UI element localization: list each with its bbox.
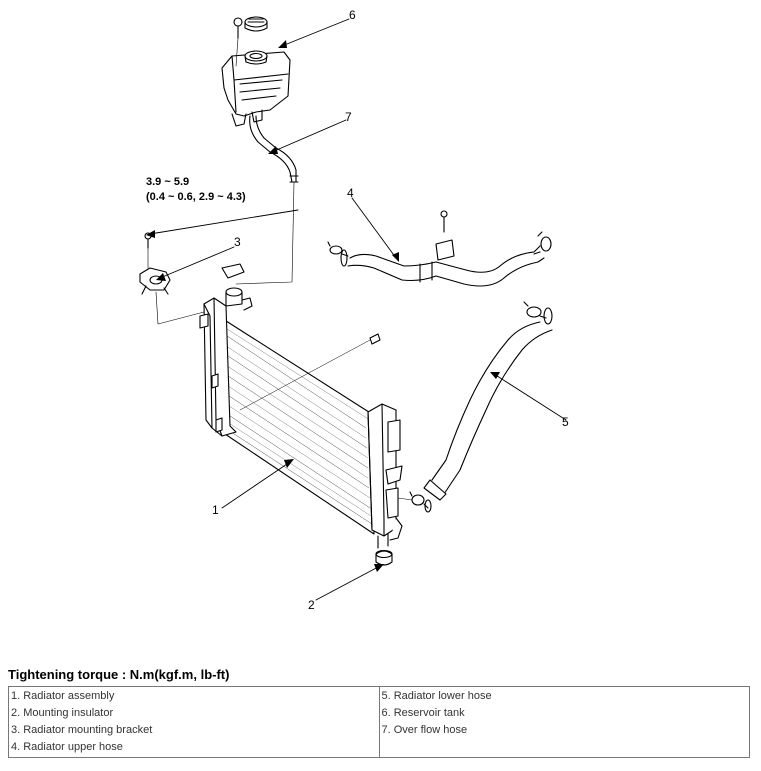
legend-item: 7. Over flow hose (381, 724, 468, 736)
torque-spec-kgf-lbft: (0.4 ~ 0.6, 2.9 ~ 4.3) (146, 191, 246, 203)
tightening-torque-title: Tightening torque : N.m(kgf.m, lb-ft) (8, 667, 230, 682)
leader-lines (149, 18, 567, 601)
upper-insulator (221, 263, 245, 279)
legend-item: 5. Radiator lower hose (381, 690, 492, 702)
radiator-mounting-bracket (139, 267, 205, 325)
radiator-exploded-diagram: 6 7 4 3 5 1 2 3.9 ~ 5.9 (0.4 ~ 0.6, 2.9 … (139, 8, 569, 612)
reservoir-tank (221, 16, 291, 127)
callout-3: 3 (234, 235, 241, 249)
callout-1: 1 (212, 503, 219, 517)
legend-right-column: 5. Radiator lower hose 6. Reservoir tank… (378, 686, 750, 758)
radiator-assembly (199, 287, 413, 549)
legend-item: 3. Radiator mounting bracket (11, 724, 153, 736)
parts-legend: 1. Radiator assembly 2. Mounting insulat… (8, 686, 750, 758)
legend-item: 1. Radiator assembly (11, 690, 115, 702)
legend-item: 6. Reservoir tank (381, 707, 465, 719)
legend-item: 2. Mounting insulator (11, 707, 114, 719)
mounting-insulator (375, 549, 393, 566)
torque-spec-nm: 3.9 ~ 5.9 (146, 176, 189, 188)
callout-6: 6 (349, 8, 356, 22)
radiator-upper-hose (327, 210, 552, 287)
legend-item: 4. Radiator upper hose (11, 741, 123, 753)
callout-7: 7 (345, 110, 352, 124)
mounting-bolt (144, 232, 152, 269)
legend-left-column: 1. Radiator assembly 2. Mounting insulat… (8, 686, 380, 758)
callout-2: 2 (308, 598, 315, 612)
callout-4: 4 (347, 186, 354, 200)
callout-5: 5 (562, 415, 569, 429)
radiator-lower-hose (409, 301, 553, 513)
